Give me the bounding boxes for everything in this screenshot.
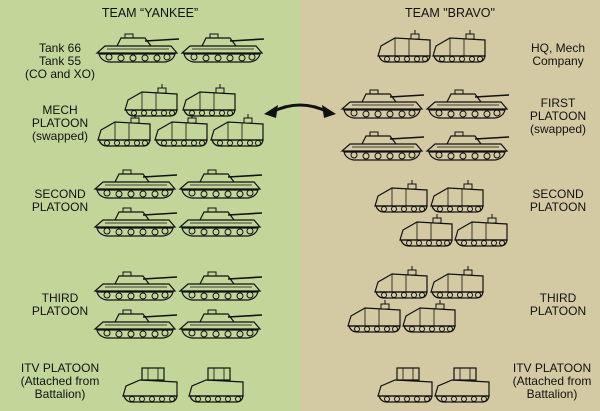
tank-icon xyxy=(178,271,263,301)
itv-icon xyxy=(434,367,490,403)
label-yankee-second-platoon: SECOND PLATOON xyxy=(31,187,89,214)
apc-icon xyxy=(374,266,428,299)
apc-icon xyxy=(454,214,508,247)
apc-icon xyxy=(374,180,428,213)
itv-icon xyxy=(122,367,178,403)
tank-icon xyxy=(425,131,510,161)
label-bravo-third-platoon: THIRD PLATOON xyxy=(529,291,587,318)
label-yankee-itv-platoon: ITV PLATOON (Attached from Battalion) xyxy=(20,361,100,401)
apc-icon xyxy=(430,180,484,213)
label-bravo-second-platoon: SECOND PLATOON xyxy=(529,187,587,214)
tank-icon xyxy=(95,33,180,63)
label-bravo-hq: HQ, Mech Company xyxy=(530,41,585,68)
label-yankee-hq: Tank 66 Tank 55 (CO and XO) xyxy=(24,41,96,81)
tank-icon xyxy=(180,33,265,63)
label-yankee-mech-platoon: MECH PLATOON (swapped) xyxy=(31,103,89,143)
apc-icon xyxy=(402,300,456,333)
apc-icon xyxy=(399,214,453,247)
itv-icon xyxy=(377,367,433,403)
tank-icon xyxy=(93,169,178,199)
apc-icon xyxy=(124,84,178,117)
apc-icon xyxy=(182,84,236,117)
label-yankee-third-platoon: THIRD PLATOON xyxy=(31,291,89,318)
tank-icon xyxy=(340,89,425,119)
tank-icon xyxy=(93,271,178,301)
tank-icon xyxy=(340,131,425,161)
team-yankee-title: TEAM “YANKEE” xyxy=(101,6,199,20)
apc-icon xyxy=(377,30,431,63)
apc-icon xyxy=(432,30,486,63)
label-bravo-itv-platoon: ITV PLATOON (Attached from Battalion) xyxy=(512,361,592,401)
apc-icon xyxy=(154,114,208,147)
apc-icon xyxy=(430,266,484,299)
apc-icon xyxy=(97,114,151,147)
tank-icon xyxy=(178,207,263,237)
tank-icon xyxy=(178,309,263,339)
double-arrow-icon xyxy=(264,103,336,118)
apc-icon xyxy=(210,114,264,147)
tank-icon xyxy=(178,169,263,199)
tank-icon xyxy=(425,89,510,119)
tank-icon xyxy=(93,207,178,237)
apc-icon xyxy=(347,300,401,333)
tank-icon xyxy=(93,309,178,339)
label-bravo-first-platoon: FIRST PLATOON (swapped) xyxy=(529,96,587,136)
team-yankee-panel: TEAM “YANKEE” xyxy=(0,0,300,411)
itv-icon xyxy=(188,367,244,403)
team-bravo-title: TEAM "BRAVO" xyxy=(405,6,495,20)
